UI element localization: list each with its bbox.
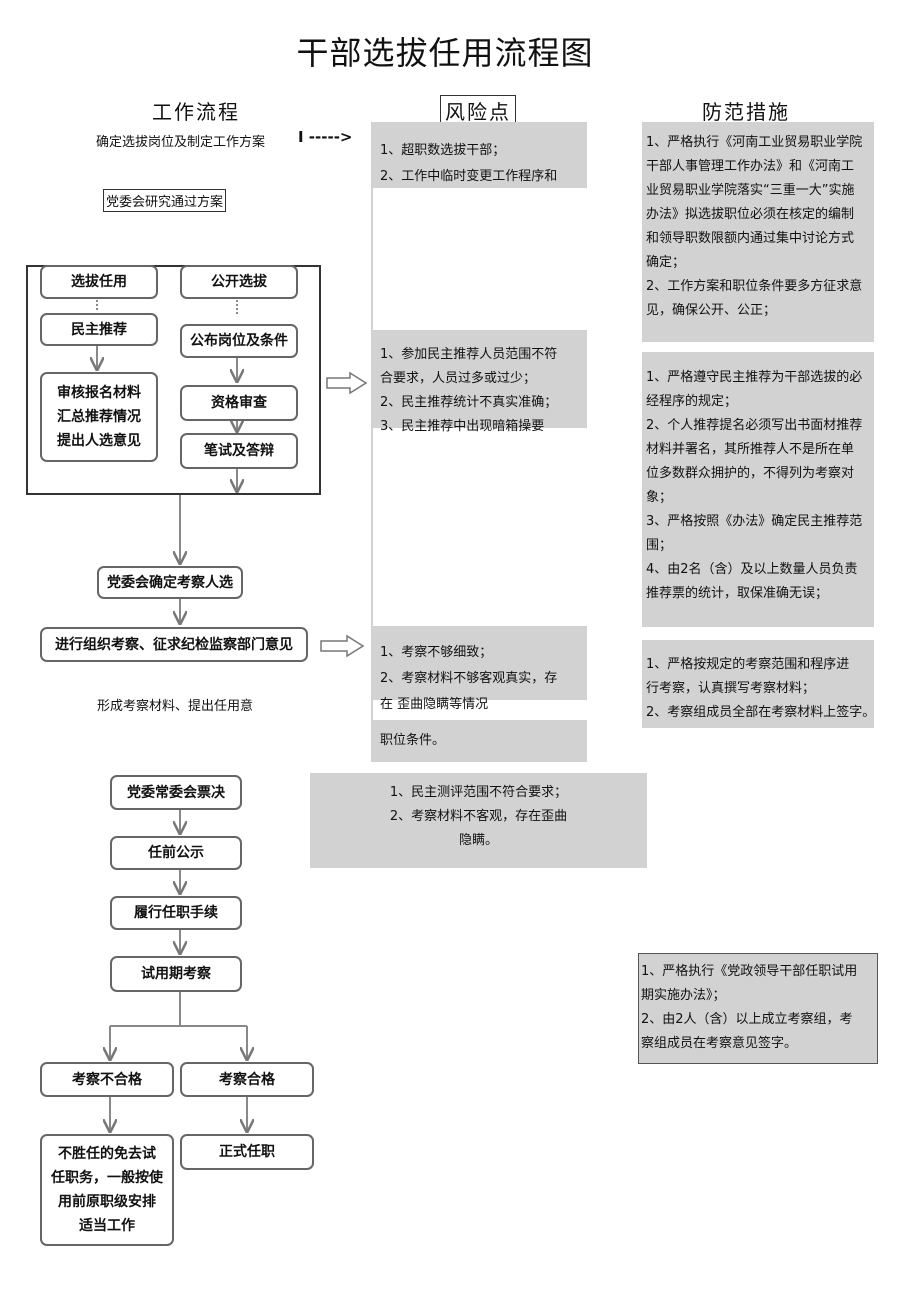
node-selection-appointment: 选拔任用 [40,265,158,299]
risk-2-line-2: 合要求，人员过多或过少； [380,371,537,386]
node-qualification-review: 资格审查 [180,385,298,421]
measure-2-line-9: 4、由2名（含）及以上数量人员负责 [646,562,858,577]
node-democratic-recommendation: 民主推荐 [40,313,158,346]
measure-3-line-1: 1、严格按规定的考察范围和程序进 [646,657,850,672]
fail-result-line-4: 适当工作 [79,1218,135,1234]
selection-branches-frame [26,265,321,495]
measure-1-line-4: 办法》拟选拔职位必须在核定的编制 [646,207,855,222]
node-open-selection: 公开选拔 [180,265,298,299]
node-standing-committee-vote: 党委常委会票决 [110,775,242,810]
measure-2-line-1: 1、严格遵守民主推荐为干部选拔的必 [646,370,863,385]
measure-1-line-6: 确定； [646,255,686,270]
node-publish-positions: 公布岗位及条件 [180,324,298,358]
risk-gap-1 [373,188,587,330]
fail-result-line-3: 用前原职级安排 [58,1194,156,1210]
risk-2-line-3: 2、民主推荐统计不真实准确； [380,395,558,410]
risk-4-line-2: 2、考察材料不客观，存在歪曲 [389,809,568,824]
risk-1-line-1: 1、超职数选拔干部； [380,143,506,158]
node-review-line-3: 提出人选意见 [57,433,141,449]
measure-2-line-8: 围； [646,538,673,553]
risk-3-line-1: 1、考察不够细致； [380,645,493,660]
step-committee-approves-plan: 党委会研究通过方案 [103,189,227,212]
node-appointment-procedures: 履行任职手续 [110,896,242,930]
measure-2-line-2: 经程序的规定； [646,394,738,409]
measure-3-line-2: 行考察，认真撰写考察材料； [646,681,816,696]
measure-2-line-4: 材料并署名，其所推荐人不是所在单 [646,442,855,457]
measure-1-line-3: 业贸易职业学院落实“三重一大”实施 [646,183,855,198]
risk-block-3-tail: 职位条件。 [380,733,446,748]
page-title: 干部选拔任用流程图 [296,34,594,72]
risk-2-line-1: 1、参加民主推荐人员范围不符 [380,347,558,362]
measure-1-line-1: 1、严格执行《河南工业贸易职业学院 [646,135,863,150]
measures-header: 防范措施 [702,100,790,124]
risk-3-line-2: 2、考察材料不够客观真实，存 [380,671,558,686]
measure-1-line-5: 和领导职数限额内通过集中讨论方式 [646,231,855,246]
risk-2-line-4: 3、民主推荐中出现暗箱操要 [380,419,545,434]
node-assessment-pass: 考察合格 [180,1062,314,1097]
risk-3-line-3: 在 歪曲隐瞒等情况 [380,697,489,712]
risk-gap-3 [373,700,587,720]
measure-block-3: 1、严格按规定的考察范围和程序进 行考察，认真撰写考察材料； 2、考察组成员全部… [642,640,876,728]
step1-arrow: I -----> [298,128,353,146]
measure-2-line-6: 象； [646,490,673,505]
measure-4-line-2: 期实施办法》； [641,988,726,1003]
node-fail-result: 不胜任的免去试 任职务，一般按使 用前原职级安排 适当工作 [40,1134,174,1246]
node-assessment-fail: 考察不合格 [40,1062,174,1097]
measure-block-4: 1、严格执行《党政领导干部任职试用 期实施办法》； 2、由2人（含）以上成立考察… [638,953,878,1064]
node-review-line-1: 审核报名材料 [57,385,141,401]
risk-4-line-3: 隐瞒。 [458,833,498,848]
risk-gap-2 [373,428,587,626]
measure-2-line-5: 位多数群众拥护的，不得列为考察对 [646,466,855,481]
measure-4-line-3: 2、由2人（含）以上成立考察组，考 [641,1012,853,1027]
fail-result-line-2: 任职务，一般按使 [51,1170,163,1186]
measure-2-line-3: 2、个人推荐提名必须写出书面材推荐 [646,418,863,433]
measure-block-1: 1、严格执行《河南工业贸易职业学院 干部人事管理工作办法》和《河南工 业贸易职业… [642,122,874,342]
measure-2-line-7: 3、严格按照《办法》确定民主推荐范 [646,514,863,529]
node-organizational-inspection: 进行组织考察、征求纪检监察部门意见 [40,627,308,662]
measure-3-line-3: 2、考察组成员全部在考察材料上签字。 [646,705,876,720]
step-determine-positions: 确定选拔岗位及制定工作方案 [96,135,266,150]
node-written-exam-defense: 笔试及答辩 [180,433,298,469]
risk-1-line-2: 2、工作中临时变更工作程序和 [380,169,558,184]
risk-block-2: 1、参加民主推荐人员范围不符 合要求，人员过多或过少； 2、民主推荐统计不真实准… [380,343,558,434]
node-formal-appointment: 正式任职 [180,1134,314,1170]
risk-block-1: 1、超职数选拔干部； 2、工作中临时变更工作程序和 [380,138,557,190]
measure-1-line-7: 2、工作方案和职位条件要多方征求意 [646,279,863,294]
node-determine-candidates: 党委会确定考察人选 [97,566,243,599]
measure-block-2: 1、严格遵守民主推荐为干部选拔的必 经程序的规定； 2、个人推荐提名必须写出书面… [642,352,874,627]
workflow-header: 工作流程 [152,100,240,124]
measure-2-line-10: 推荐票的统计，取保准确无误； [646,586,829,601]
node-pre-appointment-publicity: 任前公示 [110,836,242,870]
risk-block-3: 1、考察不够细致； 2、考察材料不够客观真实，存 在 歪曲隐瞒等情况 [380,640,558,712]
measure-1-line-8: 见，确保公开、公正； [646,303,777,318]
measure-1-line-2: 干部人事管理工作办法》和《河南工 [646,159,855,174]
risk-block-4: 1、民主测评范围不符合要求； 2、考察材料不客观，存在歪曲 隐瞒。 [310,773,647,868]
step-form-inspection-materials: 形成考察材料、提出任用意 [97,699,254,714]
node-review-materials: 审核报名材料 汇总推荐情况 提出人选意见 [40,372,158,462]
risk-4-line-1: 1、民主测评范围不符合要求； [389,785,568,800]
node-probation-assessment: 试用期考察 [110,956,242,992]
fail-result-line-1: 不胜任的免去试 [58,1146,156,1162]
measure-4-line-4: 察组成员在考察意见签字。 [641,1036,798,1051]
risk-header: 风险点 [440,95,516,126]
node-review-line-2: 汇总推荐情况 [57,409,141,425]
measure-4-line-1: 1、严格执行《党政领导干部任职试用 [641,964,858,979]
